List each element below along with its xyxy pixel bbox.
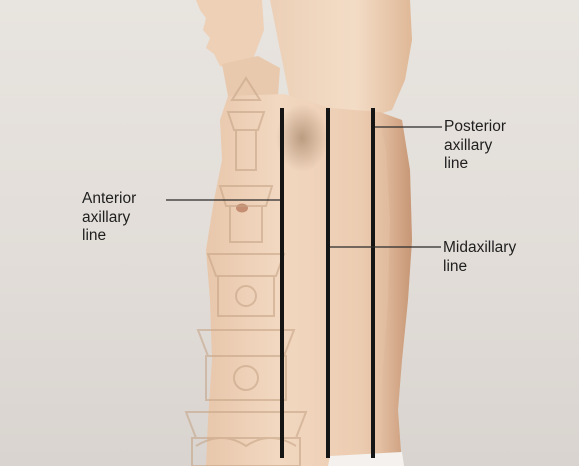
midaxillary-label-line-1: Midaxillary xyxy=(443,239,516,258)
midaxillary-label: Midaxillary line xyxy=(443,239,516,276)
anterior-label-line-3: line xyxy=(82,227,136,246)
posterior-label-line-3: line xyxy=(444,155,506,174)
neck xyxy=(222,56,280,100)
anterior-label-line-1: Anterior xyxy=(82,190,136,209)
anterior-label-line-2: axillary xyxy=(82,209,136,228)
nipple xyxy=(236,204,248,213)
midaxillary-line xyxy=(326,108,330,458)
anterior-axillary-label: Anterior axillary line xyxy=(82,190,136,246)
midaxillary-label-line-2: line xyxy=(443,258,516,277)
posterior-label-line-1: Posterior xyxy=(444,118,506,137)
anterior-axillary-line xyxy=(280,108,284,458)
posterior-label-line-2: axillary xyxy=(444,137,506,156)
posterior-axillary-label: Posterior axillary line xyxy=(444,118,506,174)
posterior-axillary-line xyxy=(371,108,375,458)
